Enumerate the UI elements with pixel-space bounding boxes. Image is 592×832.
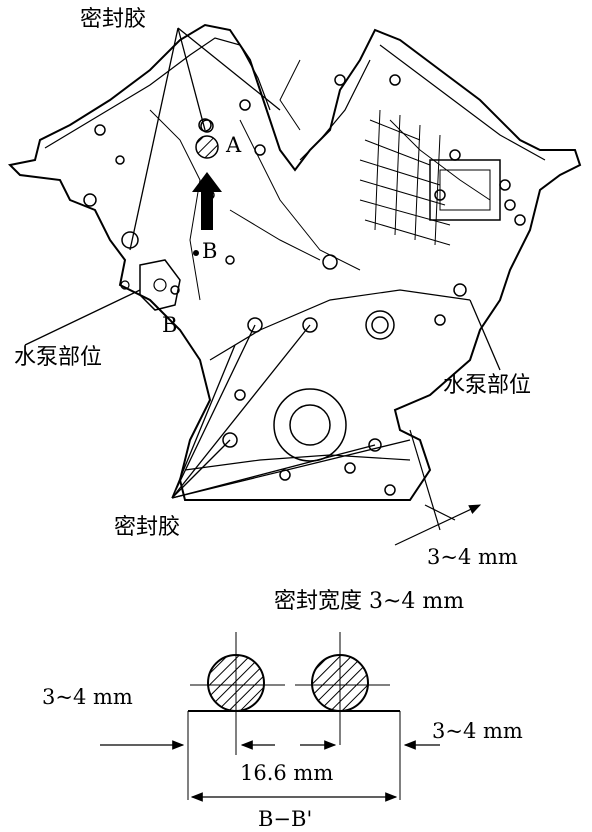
dimension-right-lower-label: 3~4 mm bbox=[432, 719, 523, 743]
dimension-left-label: 3~4 mm bbox=[42, 685, 133, 709]
right-dimension-mark bbox=[394, 429, 482, 546]
b-marker bbox=[193, 250, 199, 256]
sealant-point-a bbox=[195, 119, 219, 159]
sealant-bottom-label: 密封胶 bbox=[114, 515, 180, 540]
bolt-holes bbox=[83, 74, 526, 496]
section-bb bbox=[100, 632, 440, 802]
ribbed-area bbox=[359, 109, 501, 246]
dimension-right-upper-label: 3~4 mm bbox=[427, 545, 518, 569]
water-pump-area bbox=[120, 259, 181, 311]
sealant-top-label: 密封胶 bbox=[80, 7, 146, 32]
timing-cover-outline bbox=[7, 23, 582, 501]
seal-width-label: 密封宽度 3~4 mm bbox=[274, 589, 464, 614]
water-pump-right-leader bbox=[469, 299, 501, 371]
point-a-label: A bbox=[225, 133, 242, 157]
dimension-center-label: 16.6 mm bbox=[240, 761, 333, 785]
water-pump-left-label: 水泵部位 bbox=[14, 345, 102, 370]
section-label: B−B' bbox=[258, 807, 312, 831]
point-b-lower-label: B bbox=[162, 313, 177, 337]
water-pump-left-leader bbox=[24, 289, 141, 346]
direction-arrow-icon bbox=[192, 172, 222, 230]
sealant-bottom-leaders bbox=[171, 324, 411, 499]
water-pump-right-label: 水泵部位 bbox=[443, 373, 531, 398]
point-b-upper-label: B bbox=[202, 239, 217, 263]
sealant-top-leaders bbox=[129, 27, 281, 251]
